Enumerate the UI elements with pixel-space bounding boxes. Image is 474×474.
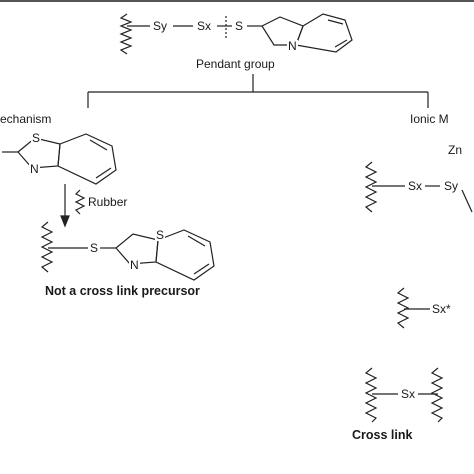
rubber-reagent-zigzag (74, 189, 86, 215)
left-ring-s-label: S (31, 131, 42, 145)
top-border (0, 0, 474, 2)
pendant-group-caption: Pendant group (196, 57, 275, 71)
pendant-rubber-chain (119, 13, 133, 55)
product-benzene-double-1 (187, 235, 206, 247)
radical-sx-label: Sx* (432, 302, 451, 316)
crosslink-rubber-chain-left (364, 367, 378, 423)
product-ring-n-label: N (129, 258, 140, 272)
pendant-benzene-double-1 (327, 19, 344, 25)
pendant-benzene-double-2 (334, 39, 348, 48)
right-sy-label: Sy (443, 179, 460, 193)
pendant-benzene-ring (295, 13, 353, 53)
right-rubber-chain-1 (364, 161, 378, 213)
crosslink-rubber-chain-right (430, 367, 444, 423)
rubber-reagent-label: Rubber (88, 195, 128, 209)
not-crosslink-precursor-caption: Not a cross link precursor (45, 284, 200, 298)
left-arrow-head (60, 215, 70, 228)
pendant-n-label: N (287, 39, 298, 53)
zn-label: Zn (448, 143, 463, 157)
crosslink-caption: Cross link (352, 428, 413, 442)
pendant-s-label: S (234, 19, 245, 33)
radical-rubber-chain (396, 287, 410, 329)
left-benzene-double-2 (95, 167, 112, 179)
product-benzene-double-2 (193, 263, 210, 275)
product-ring-s-label: S (155, 228, 166, 242)
left-benzene-double-1 (89, 139, 108, 151)
left-ring-n-label: N (29, 162, 40, 176)
left-branch-heading: echanism (0, 112, 52, 126)
product-benzene-ring (155, 229, 215, 281)
right-sx-label: Sx (407, 179, 424, 193)
product-rubber-chain (40, 221, 54, 273)
product-s-link-label: S (89, 241, 100, 255)
right-bond-3 (461, 189, 473, 213)
pendant-sy-label: Sy (152, 19, 169, 33)
left-benzene-ring (57, 133, 117, 185)
pendant-sx-label: Sx (196, 19, 213, 33)
crosslink-sx-label: Sx (400, 387, 417, 401)
right-branch-heading: Ionic M (410, 112, 449, 126)
